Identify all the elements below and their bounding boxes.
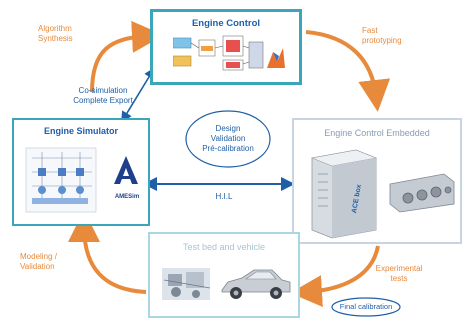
- engine-simulator-box: Engine Simulator AMESim: [12, 118, 150, 226]
- hil-label: H.I.L: [215, 192, 233, 201]
- amesim-logo-text: AMESim: [114, 194, 140, 200]
- engine-control-title: Engine Control: [191, 18, 261, 29]
- arrow-fast-prototyping: [305, 30, 391, 112]
- modeling-validation-label: Modeling / Validation: [20, 252, 57, 271]
- amesim-logo: [114, 156, 138, 184]
- fast-prototyping-label: Fast prototyping: [362, 26, 402, 45]
- arrow-experimental-tests: [290, 245, 380, 308]
- design-validation-label: Design Validation Pré-calibration: [202, 124, 254, 153]
- algorithm-synthesis-label: Algorithm Synthesis: [38, 24, 73, 43]
- final-calibration-label: Final calibration: [339, 302, 393, 311]
- final-calibration-ellipse: [331, 297, 401, 317]
- arrow-algorithm-synthesis: [90, 20, 164, 93]
- engine-image: [162, 268, 211, 300]
- engine-simulator-title: Engine Simulator: [43, 126, 118, 136]
- engine-control-embedded-title: Engine Control Embedded: [324, 128, 430, 138]
- ace-box-device-image: [310, 149, 378, 239]
- control-model-image: [173, 35, 285, 71]
- test-bed-title: Test bed and vehicle: [182, 242, 266, 252]
- arrow-modeling-validation: [68, 210, 147, 294]
- test-bed-box: Test bed and vehicle: [148, 232, 300, 318]
- connector-module-image: [389, 173, 455, 213]
- engine-control-embedded-box: Engine Control Embedded ACE box: [292, 118, 462, 244]
- arrow-cosimulation: [121, 67, 155, 123]
- engine-control-box: Engine Control: [150, 9, 302, 85]
- car-image: [221, 269, 291, 299]
- design-ellipse: [185, 110, 271, 168]
- simulator-schematic-image: [25, 147, 97, 213]
- cosimulation-label: Co-simulation Complete Export: [73, 86, 133, 105]
- experimental-tests-label: Experimental tests: [375, 264, 423, 283]
